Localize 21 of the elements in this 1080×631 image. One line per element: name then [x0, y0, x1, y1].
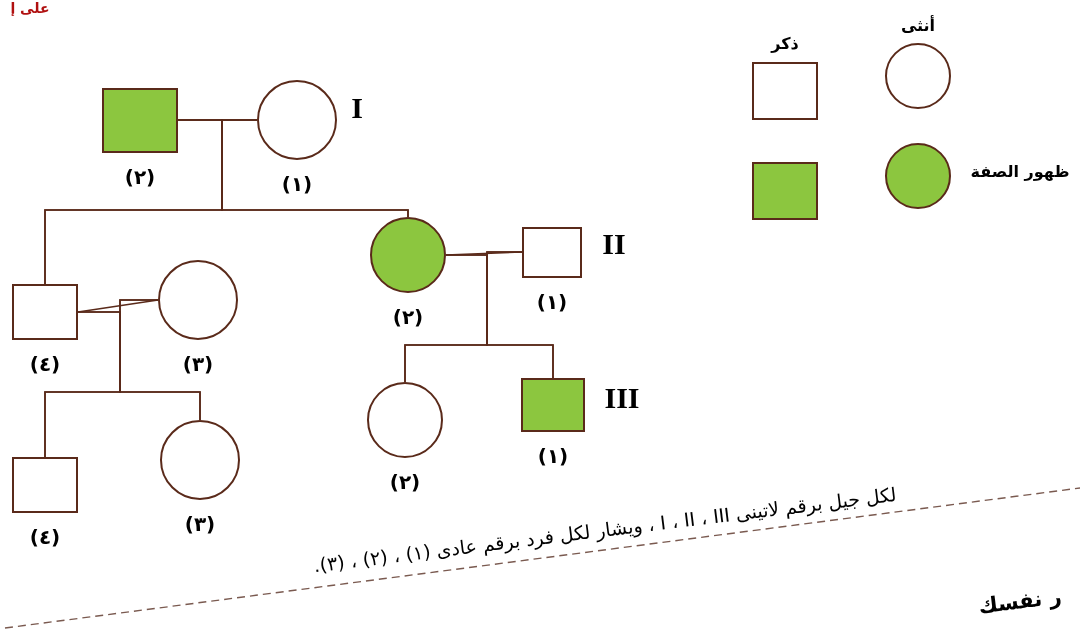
individual-number: (٢) [392, 305, 424, 329]
legend-label: ظهور الصفة [970, 162, 1070, 182]
legend-label: أنثى [900, 16, 936, 36]
legend-label: ذكر [771, 34, 799, 54]
pedigree-line [486, 251, 554, 379]
individual-number: (٣) [184, 512, 216, 536]
generation-numeral: III [604, 380, 640, 416]
cut-heading: على إ [10, 0, 50, 17]
individual-number: (١) [537, 444, 569, 468]
pedigree-line [221, 119, 409, 218]
individual-number: (٢) [124, 164, 156, 189]
individual-number: (١) [536, 289, 568, 314]
individual-number: (١) [281, 172, 313, 196]
individual-number: (٤) [29, 352, 61, 376]
pedigree-line [119, 299, 201, 421]
individual-number: (٤) [29, 525, 61, 549]
individual-number: (٢) [389, 470, 421, 494]
generation-numeral: I [351, 90, 363, 126]
generation-numeral: II [602, 226, 626, 262]
individual-number: (٣) [182, 352, 214, 376]
section-heading: ر نفسك [977, 584, 1063, 620]
